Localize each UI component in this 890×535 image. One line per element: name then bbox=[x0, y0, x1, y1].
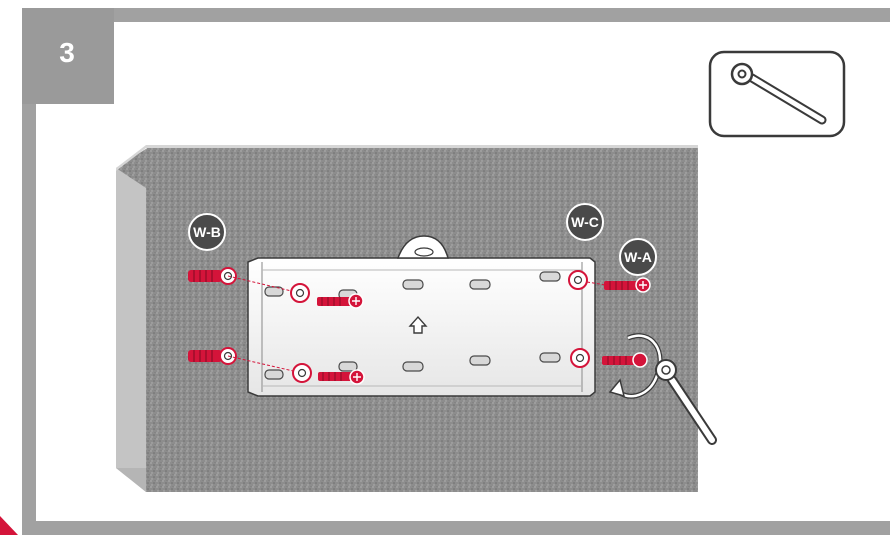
badge-wa: W-A bbox=[619, 238, 657, 276]
badge-wa-label: W-A bbox=[624, 249, 652, 265]
corner-accent bbox=[0, 516, 18, 535]
washer-screw-right-bottom bbox=[570, 348, 648, 368]
rotate-arrow-icon bbox=[608, 333, 663, 399]
washer-screw-right-top bbox=[568, 270, 651, 293]
wrench-in-use bbox=[655, 359, 717, 445]
badge-wc-label: W-C bbox=[571, 214, 599, 230]
wall-plate bbox=[247, 235, 596, 397]
badge-wb-label: W-B bbox=[193, 224, 221, 240]
frame-border-left bbox=[22, 8, 36, 535]
frame-border-bottom bbox=[22, 521, 890, 535]
up-arrow-icon bbox=[408, 315, 428, 334]
step-number-box: 3 bbox=[22, 8, 114, 104]
frame-border-top bbox=[22, 8, 890, 22]
washer-screw-left-bottom bbox=[227, 355, 365, 385]
badge-wc: W-C bbox=[566, 203, 604, 241]
wall-anchor-bottom-left bbox=[188, 347, 237, 365]
step-number: 3 bbox=[59, 37, 75, 68]
washer-screw-left-top bbox=[227, 275, 364, 309]
badge-wb: W-B bbox=[188, 213, 226, 251]
socket-wrench-icon bbox=[708, 50, 846, 138]
